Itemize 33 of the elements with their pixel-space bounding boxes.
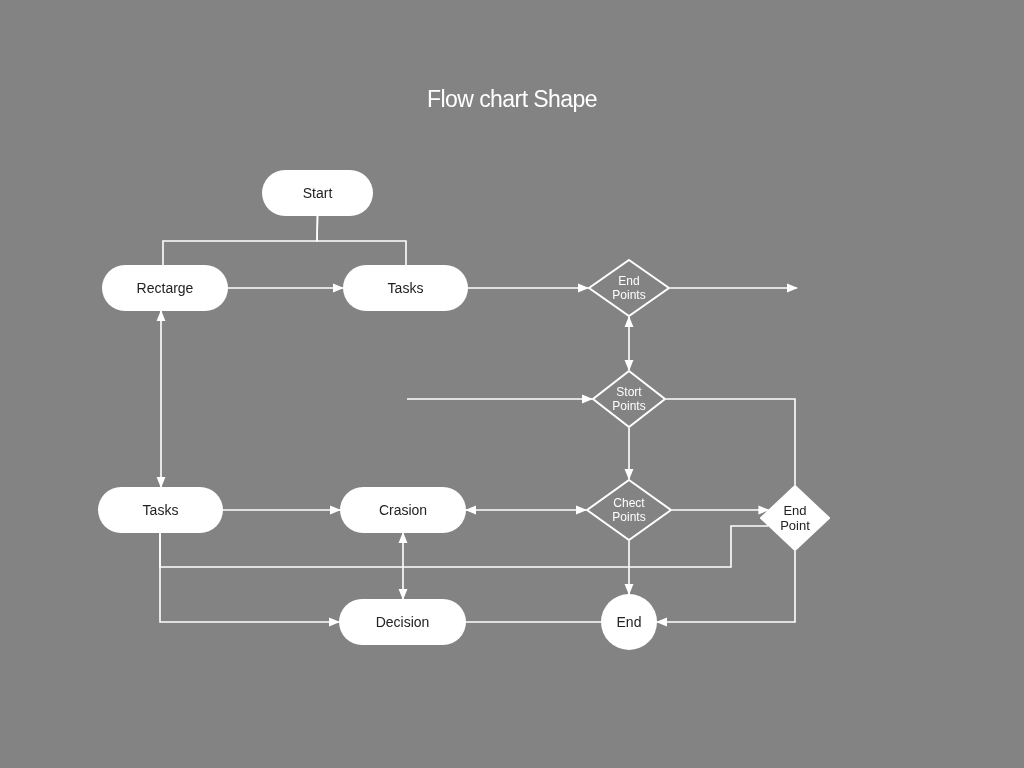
terminal-pill: [339, 599, 466, 645]
node-label: Rectarge: [136, 278, 194, 298]
connector-arrow: [406, 394, 594, 404]
connector-arrow: [156, 309, 166, 489]
connector-arrow: [624, 427, 634, 481]
node-label: Tasks: [142, 500, 179, 520]
terminal-pill: [343, 265, 468, 311]
diagram-title: Flow chart Shape: [427, 85, 597, 114]
terminal-pill: [98, 487, 223, 533]
node-label: End Point: [779, 503, 811, 533]
node-label: Decision: [375, 612, 430, 632]
terminal-pill: [262, 170, 373, 216]
decision-diamond: [588, 259, 670, 317]
node-label: End: [616, 612, 642, 632]
connector-arrow: [624, 540, 634, 596]
decision-diamond: [586, 479, 672, 541]
decision-diamond: [592, 370, 666, 428]
node-label: Crasion: [378, 500, 428, 520]
connector-arrow: [671, 505, 770, 515]
node-label: Start: [302, 183, 333, 203]
node-label: Chect Points: [611, 496, 647, 524]
connector-arrow: [467, 283, 590, 293]
terminal-pill: [102, 265, 228, 311]
connector-arrow: [398, 531, 408, 601]
node-label: Tasks: [387, 278, 424, 298]
connector-arrow: [227, 283, 345, 293]
node-label: Stort Points: [611, 385, 647, 413]
node-label: End Points: [611, 274, 647, 302]
decision-diamond: [760, 485, 830, 551]
connector-arrow: [669, 283, 799, 293]
terminal-pill: [340, 487, 466, 533]
connector-arrow: [222, 505, 342, 515]
connector-arrow: [624, 315, 634, 372]
